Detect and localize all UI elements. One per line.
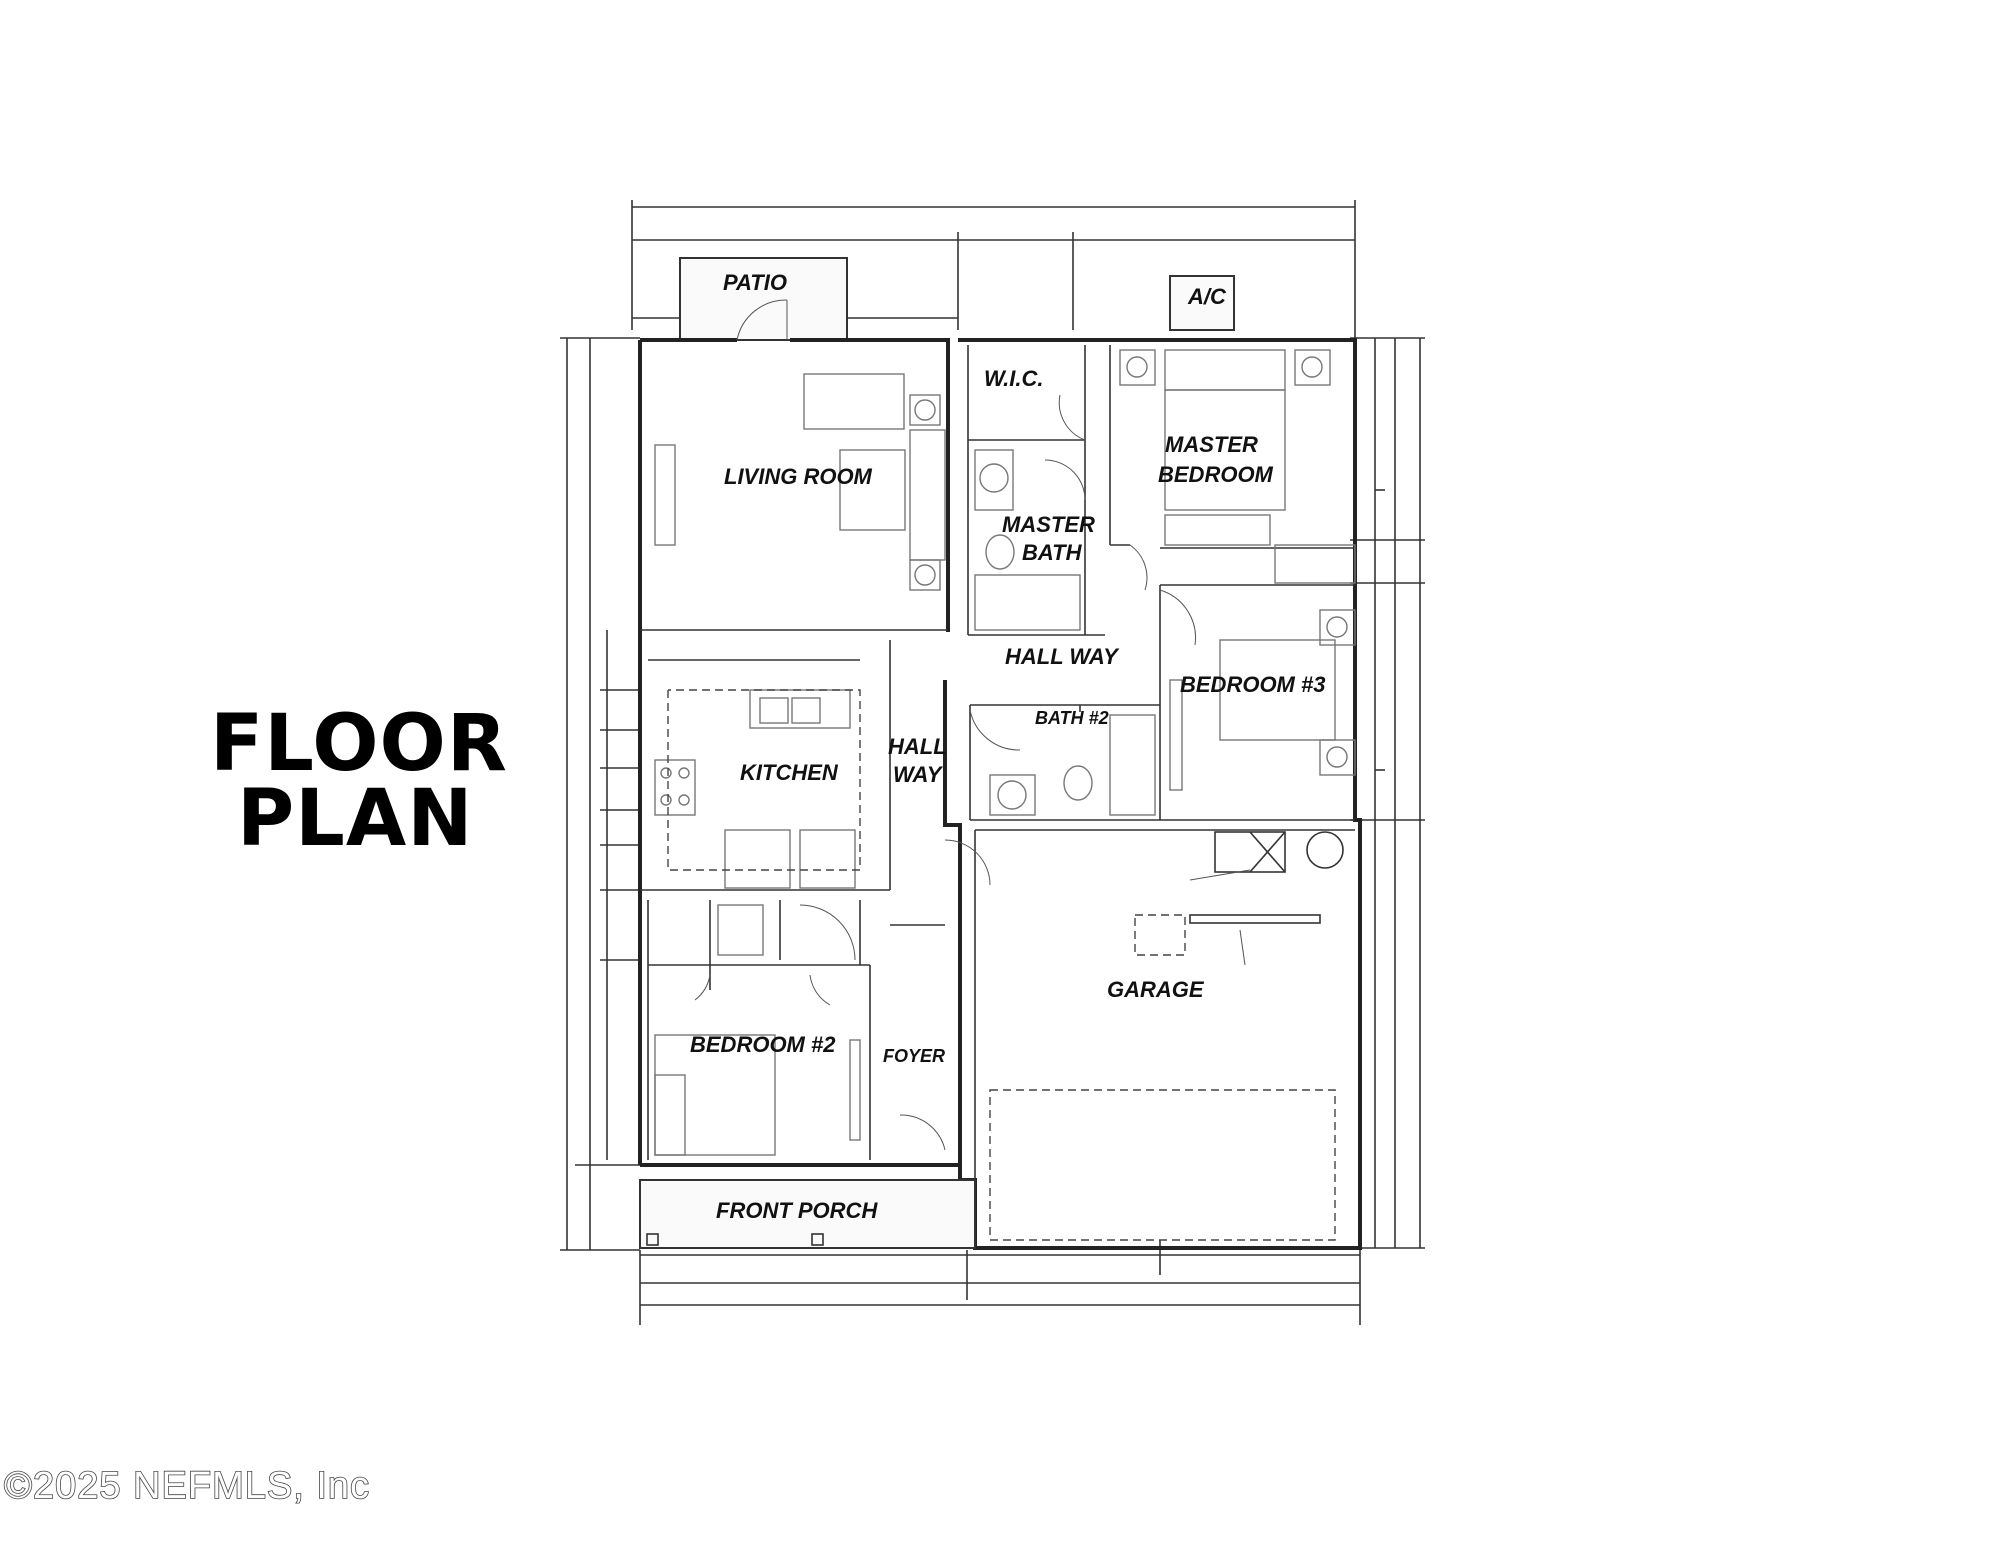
title-floor: FLOOR	[210, 699, 508, 789]
door-swings	[694, 299, 1196, 1151]
label-master-bedroom-2: BEDROOM	[1158, 462, 1274, 487]
label-master-bath-2: BATH	[1022, 540, 1083, 565]
bath2-fixtures	[989, 714, 1156, 816]
bedroom3-furniture	[1169, 609, 1356, 791]
label-patio: PATIO	[723, 270, 787, 295]
label-bedroom3: BEDROOM #3	[1180, 672, 1325, 697]
label-front-porch: FRONT PORCH	[716, 1198, 878, 1223]
label-bath2: BATH #2	[1035, 708, 1109, 728]
label-living-room: LIVING ROOM	[724, 464, 873, 489]
room-labels: PATIO A/C W.I.C. LIVING ROOM MASTER BEDR…	[690, 270, 1325, 1223]
ac-pad	[1169, 275, 1235, 331]
kitchen-counter-outline	[667, 689, 861, 871]
title-plan: PLAN	[237, 774, 474, 864]
porch-post-left	[646, 1233, 659, 1246]
interior-walls	[640, 345, 1355, 1248]
bedroom2-furniture	[654, 1034, 861, 1156]
garage-details	[989, 831, 1344, 1241]
front-porch-pad	[639, 1179, 976, 1249]
master-bedroom-furniture	[1119, 349, 1356, 584]
label-hall-way-top: HALL WAY	[1005, 644, 1120, 669]
label-wic: W.I.C.	[984, 366, 1043, 391]
label-bedroom2: BEDROOM #2	[690, 1032, 836, 1057]
label-ac: A/C	[1187, 284, 1227, 309]
kitchen-fixtures	[654, 689, 856, 956]
porch-post-right	[811, 1233, 824, 1246]
living-room-furniture	[654, 373, 946, 591]
label-master-bedroom-1: MASTER	[1165, 432, 1258, 457]
label-master-bath-1: MASTER	[1002, 512, 1095, 537]
copyright-watermark: ©2025 NEFMLS, Inc	[4, 1465, 370, 1507]
label-kitchen: KITCHEN	[740, 760, 839, 785]
master-bath-fixtures	[974, 449, 1081, 631]
label-hall-left-2: WAY	[893, 762, 944, 787]
label-garage: GARAGE	[1107, 977, 1205, 1002]
label-foyer: FOYER	[883, 1046, 945, 1066]
label-hall-left-1: HALL	[888, 734, 947, 759]
patio-pad	[679, 257, 848, 341]
